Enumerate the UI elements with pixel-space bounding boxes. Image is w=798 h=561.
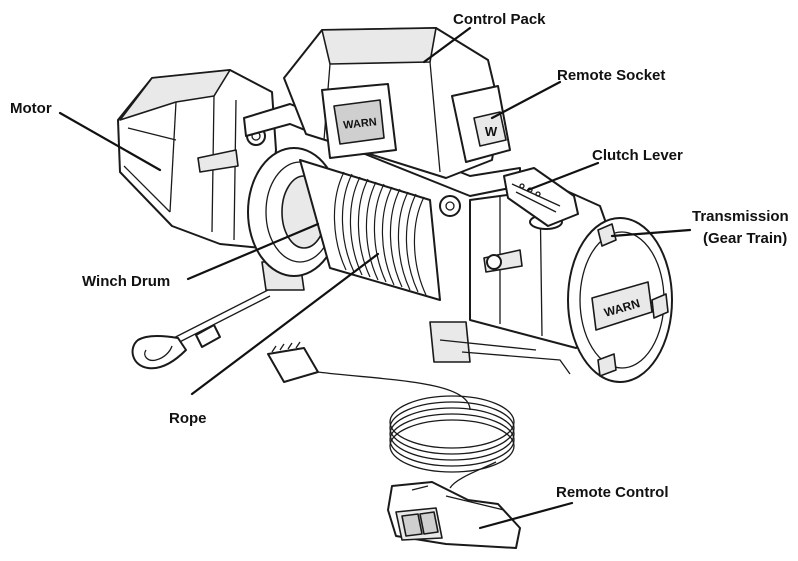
remote-socket: W [451,85,511,163]
transmission-housing: WARN [469,187,673,383]
leader-rope [190,252,380,396]
label-winch-drum: Winch Drum [82,273,170,290]
label-remote-control: Remote Control [556,484,669,501]
winch-illustration: WARN W WARN [117,27,673,549]
remote-control-handset [387,481,521,549]
leader-transmission [610,228,692,238]
callout-labels: Control Pack Remote Socket Motor Clutch … [10,11,789,501]
remote-cord [267,341,515,489]
leader-control-pack [422,26,472,64]
label-gear-train: (Gear Train) [703,230,787,247]
control-pack-logo: WARN [343,116,378,131]
motor-housing [117,69,277,249]
leader-winch-drum [186,222,320,281]
leader-motor [58,111,162,172]
remote-socket-mark: W [485,124,498,139]
label-rope: Rope [169,410,207,427]
rope-end-with-thimble [131,289,271,370]
leader-remote-control [478,501,574,530]
control-pack: WARN [283,27,501,179]
label-remote-socket: Remote Socket [557,67,665,84]
label-motor: Motor [10,100,52,117]
leader-lines [58,26,692,530]
leader-remote-socket [490,80,562,120]
label-clutch-lever: Clutch Lever [592,147,683,164]
leader-clutch-lever [526,161,600,192]
clutch-lever [503,167,579,230]
label-control-pack: Control Pack [453,11,546,28]
winch-drum [299,159,441,301]
label-transmission: Transmission [692,208,789,225]
